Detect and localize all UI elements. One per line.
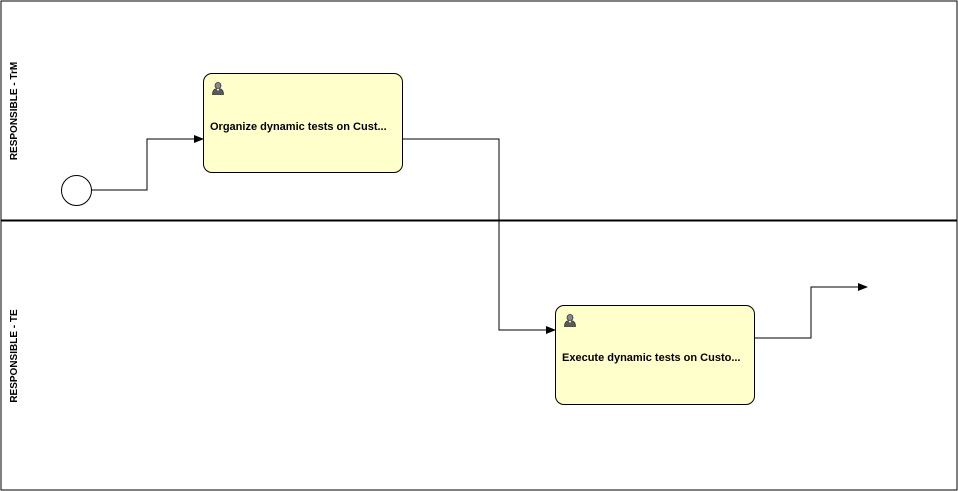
task-label: Organize dynamic tests on Cust... [210,121,387,133]
sequence-flow-start-to-organize[interactable] [91,135,204,191]
task-organize-dynamic-tests[interactable]: Organize dynamic tests on Cust... [203,73,403,173]
user-task-icon [564,314,576,327]
user-task-icon [212,82,224,95]
task-execute-dynamic-tests[interactable]: Execute dynamic tests on Custo... [555,305,755,405]
sequence-flow-organize-to-execute[interactable] [403,138,556,334]
lane-label-te: RESPONSIBLE - TE [9,309,20,403]
sequence-flow-execute-outgoing[interactable] [755,283,868,339]
start-event[interactable] [61,175,92,206]
task-label: Execute dynamic tests on Custo... [562,352,741,364]
lane-label-trm: RESPONSIBLE - TrM [9,62,20,160]
